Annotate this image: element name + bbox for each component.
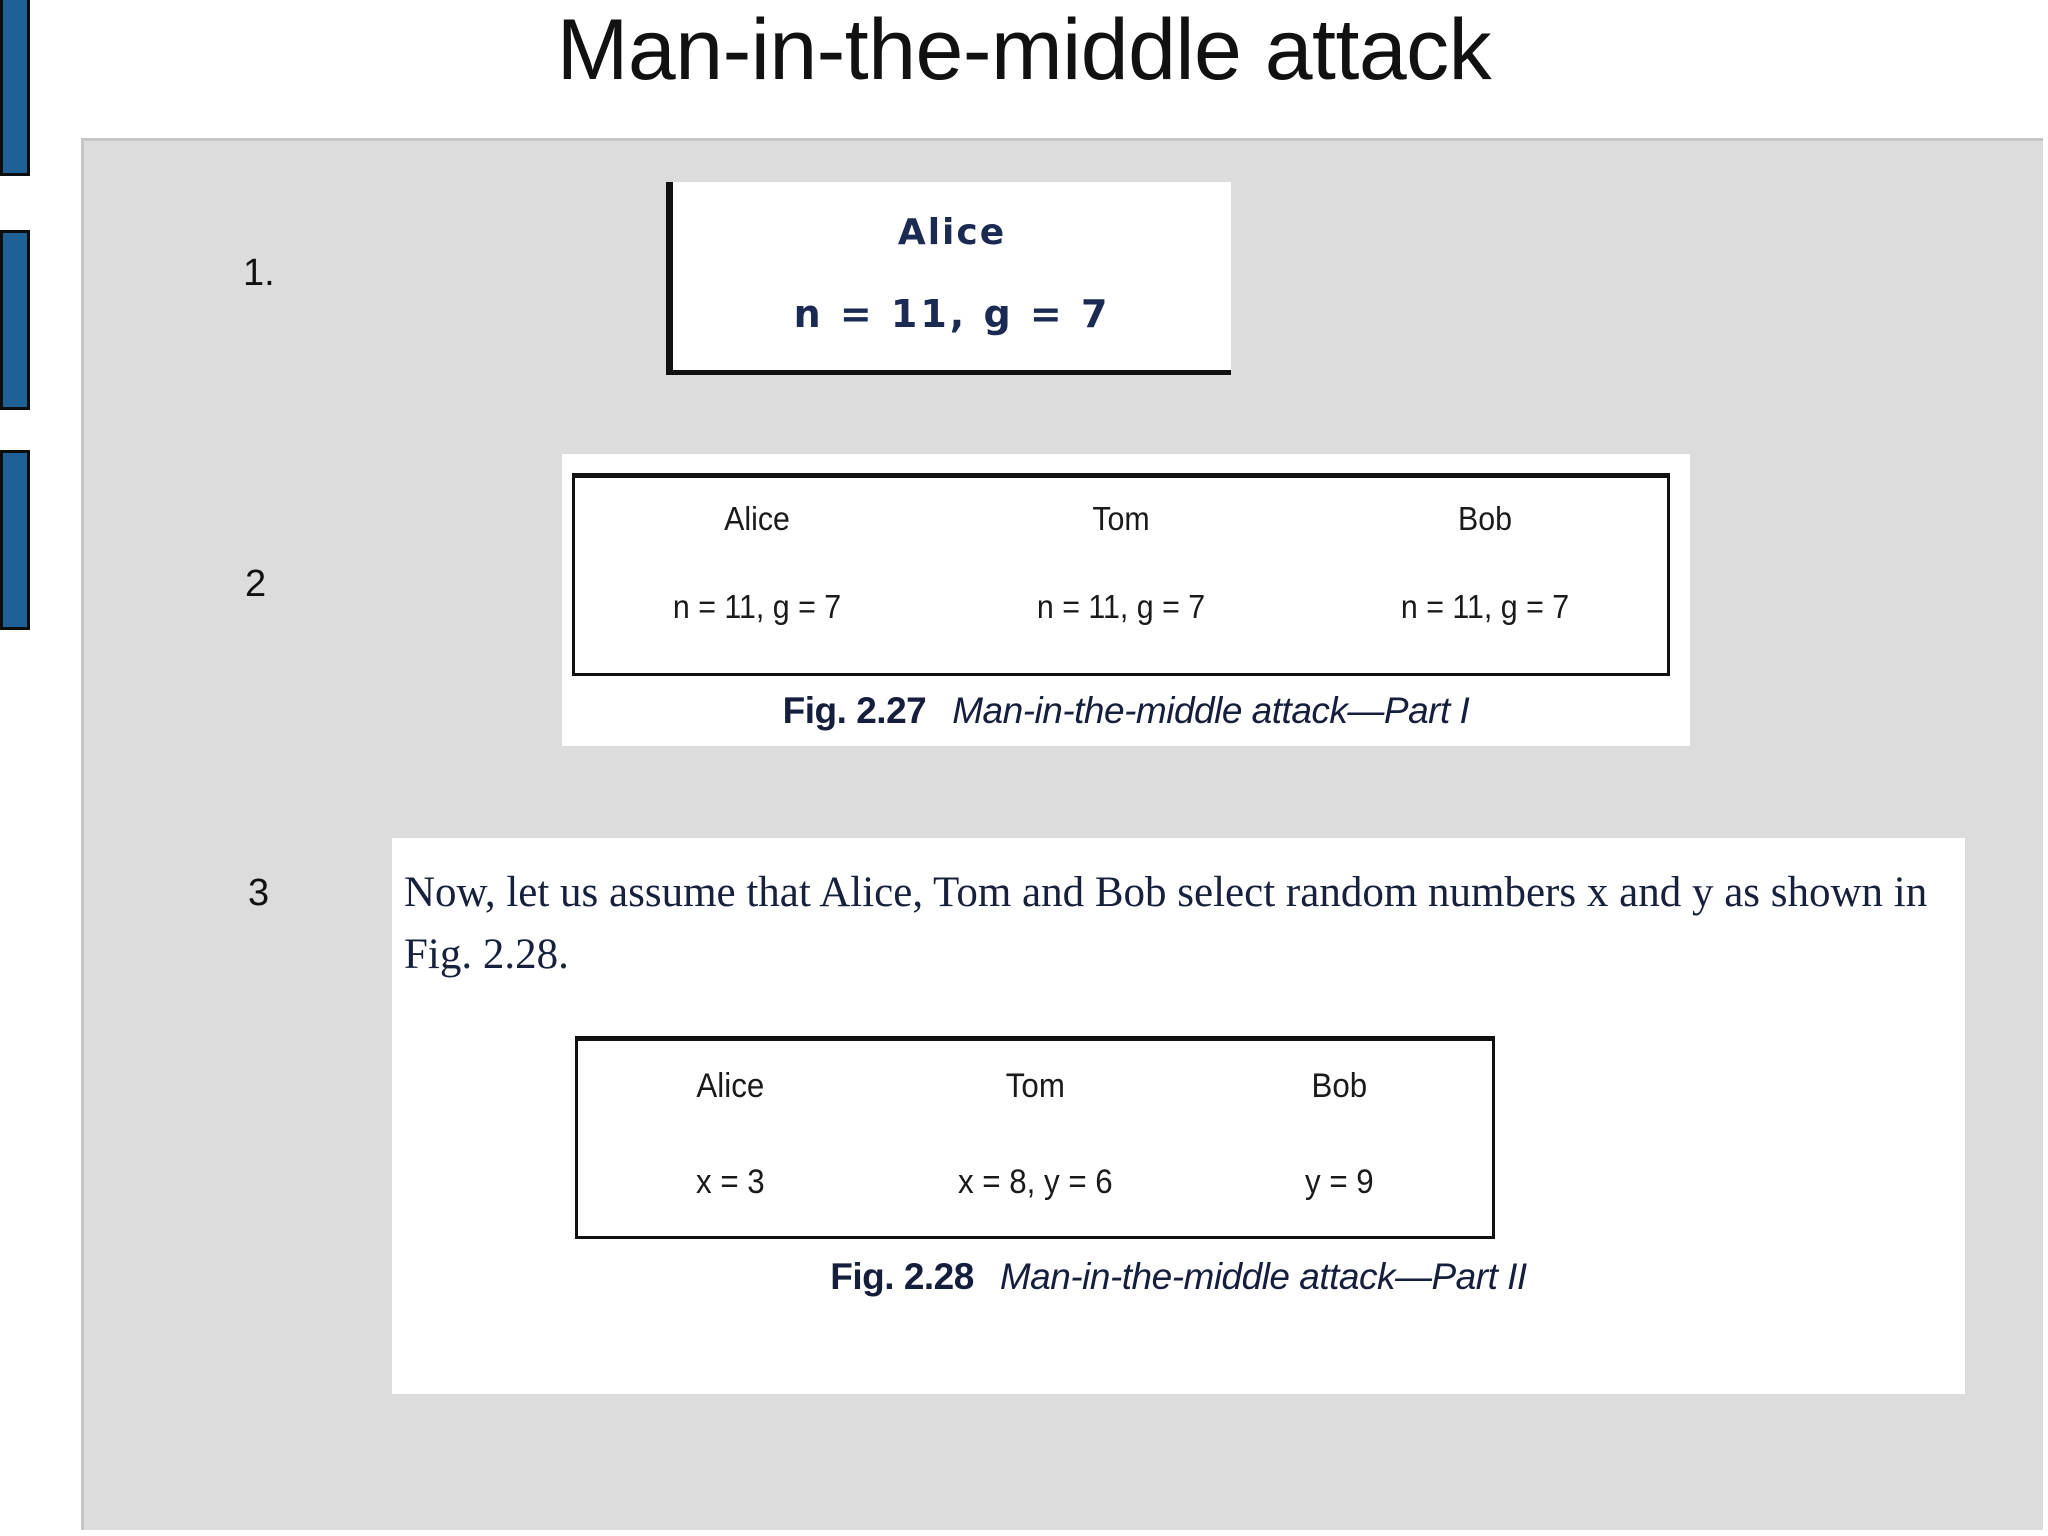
figure-2-28-table: Alice Tom Bob x = 3 x = 8, y = 6 y = 9	[575, 1036, 1495, 1239]
figure-2-27-card: Alice Tom Bob n = 11, g = 7 n = 11, g = …	[562, 454, 1690, 746]
figure-2-28-caption-label: Fig. 2.28	[830, 1256, 974, 1297]
figure-2-28-caption: Fig. 2.28 Man-in-the-middle attack—Part I…	[392, 1256, 1965, 1298]
table-row: Alice Tom Bob	[578, 1067, 1492, 1105]
figure-2-28-caption-text: Man-in-the-middle attack—Part II	[999, 1256, 1527, 1297]
table-header-bob: Bob	[1311, 1067, 1368, 1105]
list-marker-3: 3	[248, 872, 270, 914]
figure-2-27-caption: Fig. 2.27 Man-in-the-middle attack—Part I	[562, 690, 1690, 732]
blue-bar-2-icon	[0, 230, 30, 410]
table-cell-alice-random: x = 3	[695, 1163, 765, 1201]
table-header-alice: Alice	[696, 1067, 765, 1105]
alice-label: Alice	[897, 212, 1007, 253]
table-cell-tom-random: x = 8, y = 6	[957, 1163, 1113, 1201]
table-header-alice: Alice	[724, 500, 790, 537]
table-cell-alice-params: n = 11, g = 7	[672, 588, 842, 625]
figure-2-28-paragraph: Now, let us assume that Alice, Tom and B…	[404, 869, 1928, 978]
table-header-bob: Bob	[1457, 500, 1513, 537]
table-cell-bob-params: n = 11, g = 7	[1400, 588, 1570, 625]
table-row: n = 11, g = 7 n = 11, g = 7 n = 11, g = …	[575, 588, 1667, 626]
figure-2-27-table: Alice Tom Bob n = 11, g = 7 n = 11, g = …	[572, 473, 1670, 676]
table-cell-bob-random: y = 9	[1305, 1163, 1375, 1201]
figure-2-27-caption-label: Fig. 2.27	[782, 690, 927, 731]
table-header-tom: Tom	[1005, 1067, 1065, 1105]
alice-parameter-box: Alice n = 11, g = 7	[666, 182, 1231, 375]
alice-parameters: n = 11, g = 7	[793, 292, 1111, 336]
table-cell-tom-params: n = 11, g = 7	[1036, 588, 1206, 625]
table-row: Alice Tom Bob	[575, 500, 1667, 538]
blue-bar-3-icon	[0, 450, 30, 630]
list-marker-2: 2	[245, 563, 267, 605]
table-row: x = 3 x = 8, y = 6 y = 9	[578, 1163, 1492, 1201]
table-header-tom: Tom	[1092, 500, 1150, 537]
list-marker-1: 1.	[243, 252, 275, 294]
blue-bar-1-icon	[0, 0, 30, 176]
figure-2-27-caption-text: Man-in-the-middle attack—Part I	[952, 690, 1470, 731]
page-title: Man-in-the-middle attack	[556, 2, 1492, 98]
decorative-accent-bars	[0, 0, 44, 700]
figure-2-28-card: Now, let us assume that Alice, Tom and B…	[392, 838, 1965, 1394]
